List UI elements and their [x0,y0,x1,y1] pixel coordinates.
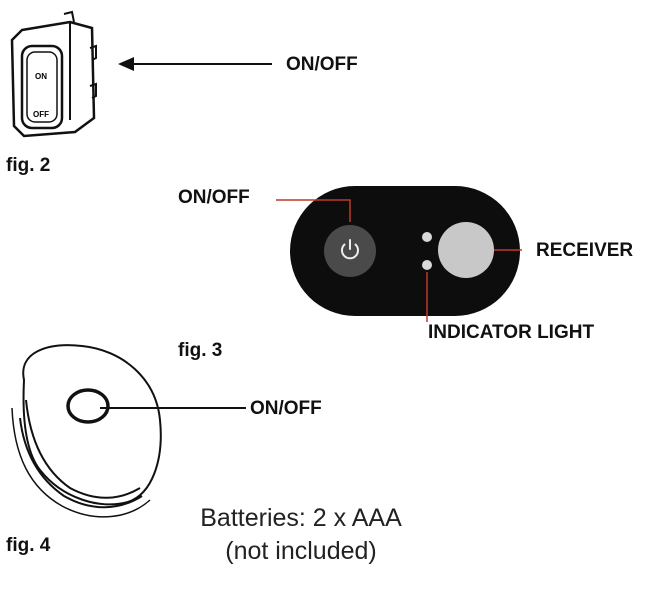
switch-off-text: OFF [33,110,49,119]
fig2-caption: fig. 2 [6,155,51,176]
power-icon [341,239,359,260]
receiver-label: RECEIVER [536,240,634,261]
fig3-leader-lines [276,199,522,322]
batteries-line-1: Batteries: 2 x AAA [200,504,402,532]
indicator-light-bottom [422,260,432,270]
indicator-light-label: INDICATOR LIGHT [428,322,595,343]
rocker-switch-illustration: ON OFF [10,10,97,138]
indicator-light-top [422,232,432,242]
switch-on-text: ON [35,72,47,81]
fig3-onoff-label: ON/OFF [178,187,250,208]
key-fob-illustration [11,344,162,518]
fig4-onoff-label: ON/OFF [250,398,322,419]
fig2-arrow [118,57,272,71]
fig3-caption: fig. 3 [178,340,223,361]
remote-body [290,186,520,316]
fig2-onoff-label: ON/OFF [286,54,358,75]
fig4-caption: fig. 4 [6,535,51,556]
batteries-line-2: (not included) [225,537,377,565]
remote-control-fig3 [290,186,520,316]
power-button [324,225,376,277]
receiver-window [438,222,494,278]
